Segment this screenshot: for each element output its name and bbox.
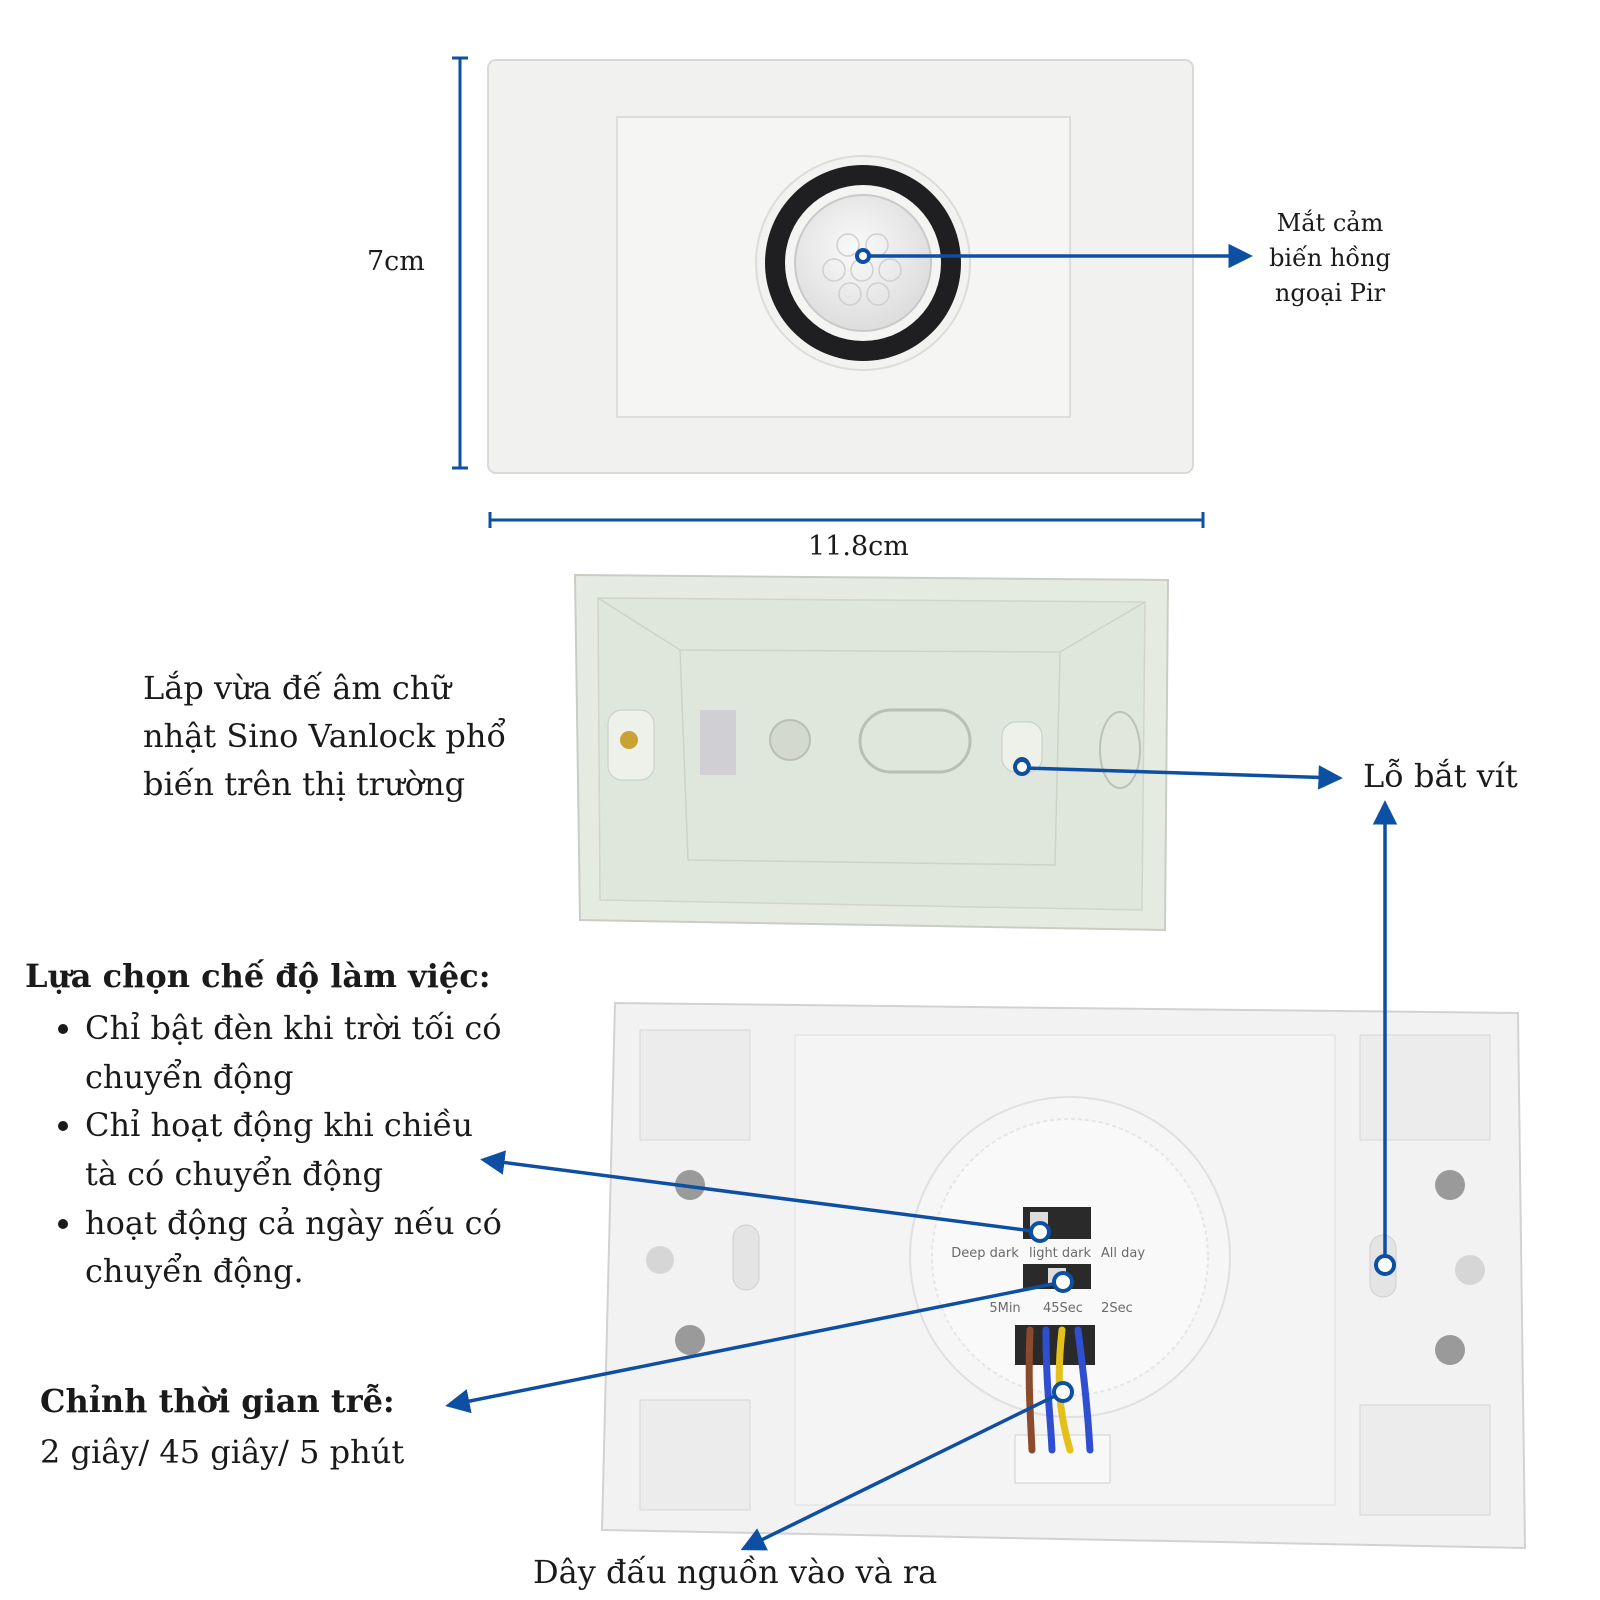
dial-time-label: 5Min: [989, 1301, 1020, 1316]
screw-hole-arrow: [1024, 765, 1343, 790]
brass-insert-icon: [620, 731, 638, 749]
width-label: 11.8cm: [808, 531, 909, 562]
delay-options: 2 giây/ 45 giây/ 5 phút: [40, 1433, 405, 1471]
height-dimension-line: [452, 56, 468, 470]
list-item: hoạt động cả ngày nếu có chuyển động.: [85, 1199, 502, 1296]
dial-time-label: 2Sec: [1101, 1301, 1133, 1316]
dial-mode-label: Deep dark: [951, 1246, 1019, 1261]
mode-list: Chỉ bật đèn khi trời tối có chuyển động …: [25, 1004, 502, 1296]
delay-switch-dot: [1052, 1271, 1074, 1293]
screw-icon: [1435, 1170, 1465, 1200]
dial-mode-label: All day: [1101, 1246, 1145, 1261]
screw-icon: [1435, 1335, 1465, 1365]
mounting-box-note: Lắp vừa đế âm chữ nhật Sino Vanlock phổ …: [143, 669, 507, 803]
mode-heading: Lựa chọn chế độ làm việc:: [25, 957, 491, 995]
list-item: Chỉ hoạt động khi chiều tà có chuyển độn…: [85, 1101, 502, 1198]
screw-icon: [675, 1325, 705, 1355]
pir-sensor-label: Mắt cảm biến hồng ngoại Pir: [1269, 209, 1391, 307]
screw-hole-dot: [1013, 758, 1031, 776]
wires-dot: [1052, 1381, 1074, 1403]
dial-mode-label: light dark: [1029, 1246, 1092, 1261]
delay-heading: Chỉnh thời gian trễ:: [40, 1382, 395, 1420]
pir-callout-dot: [855, 248, 871, 264]
screw-hole-label: Lỗ bắt vít: [1363, 757, 1518, 795]
mounting-box: [573, 573, 1170, 932]
screw-hole-back-dot: [1374, 1254, 1396, 1276]
wires-label: Dây đấu nguồn vào và ra: [533, 1553, 938, 1591]
list-item: Chỉ bật đèn khi trời tối có chuyển động: [85, 1004, 502, 1101]
delay-callout-arrow: [445, 1280, 1064, 1414]
mode-callout-arrow: [480, 1150, 1041, 1234]
mode-switch-dot: [1029, 1221, 1051, 1243]
height-label: 7cm: [367, 246, 425, 277]
front-faceplate: [487, 59, 1194, 474]
wires-callout-arrow: [740, 1390, 1064, 1551]
width-dimension-line: [488, 512, 1205, 528]
dial-time-label: 45Sec: [1043, 1301, 1083, 1316]
